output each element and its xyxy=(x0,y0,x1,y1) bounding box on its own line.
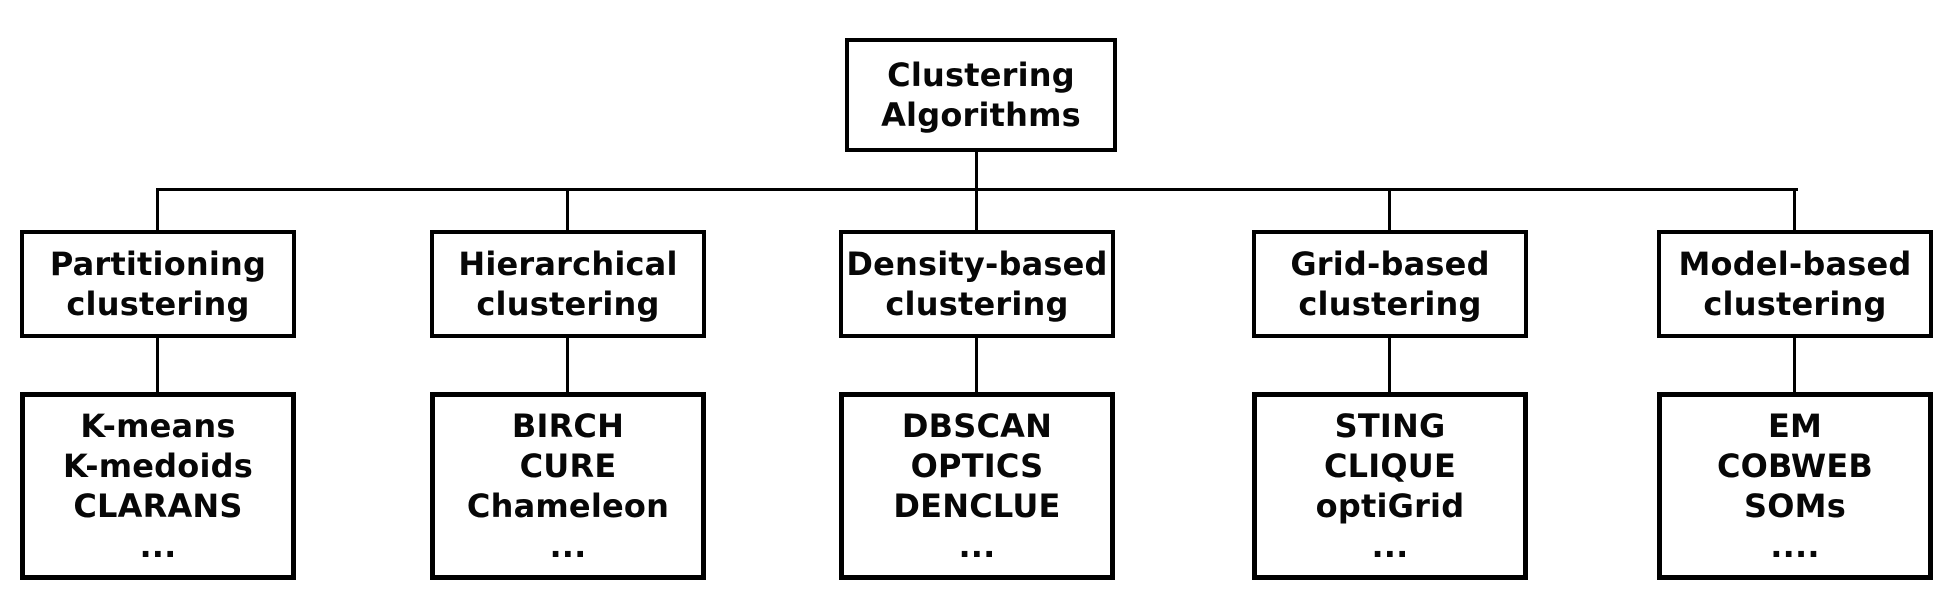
algorithm-item: STING xyxy=(1334,407,1446,445)
algorithm-item: CURE xyxy=(519,447,617,485)
category-label-line: Hierarchical xyxy=(458,245,678,283)
category-label-line: Partitioning xyxy=(49,245,267,283)
category-node-density-based: Density-based clustering xyxy=(839,230,1115,338)
algorithm-item-ellipsis: ... xyxy=(1371,527,1409,565)
category-label-line: clustering xyxy=(1703,285,1887,323)
connector-trunk xyxy=(156,188,1798,191)
connector-stub-grid-based xyxy=(1388,338,1391,392)
connector-stub-density-based xyxy=(975,338,978,392)
algorithm-item: Chameleon xyxy=(466,487,670,525)
connector-root-stem xyxy=(975,152,978,188)
algorithm-item: DBSCAN xyxy=(901,407,1053,445)
category-label-line: clustering xyxy=(66,285,250,323)
category-node-grid-based: Grid-based clustering xyxy=(1252,230,1528,338)
algorithm-item-ellipsis: .... xyxy=(1770,527,1820,565)
algorithms-node-hierarchical: BIRCH CURE Chameleon ... xyxy=(430,392,706,580)
connector-stub-partitioning xyxy=(156,338,159,392)
algorithm-item-ellipsis: ... xyxy=(958,527,996,565)
category-label-line: Model-based xyxy=(1678,245,1912,283)
connector-drop-density-based xyxy=(975,191,978,230)
algorithm-item: DENCLUE xyxy=(893,487,1061,525)
algorithm-item: SOMs xyxy=(1744,487,1846,525)
algorithm-item: BIRCH xyxy=(511,407,625,445)
algorithm-item: K-medoids xyxy=(63,447,253,485)
category-label-line: clustering xyxy=(476,285,660,323)
category-node-model-based: Model-based clustering xyxy=(1657,230,1933,338)
algorithms-node-grid-based: STING CLIQUE optiGrid ... xyxy=(1252,392,1528,580)
root-title-line2: Algorithms xyxy=(881,96,1081,134)
category-label-line: Density-based xyxy=(846,245,1108,283)
algorithm-item: EM xyxy=(1767,407,1823,445)
algorithm-item-ellipsis: ... xyxy=(549,527,587,565)
category-label-line: clustering xyxy=(885,285,1069,323)
category-label-line: Grid-based xyxy=(1290,245,1490,283)
category-node-partitioning: Partitioning clustering xyxy=(20,230,296,338)
category-label-line: clustering xyxy=(1298,285,1482,323)
algorithm-item: COBWEB xyxy=(1716,447,1874,485)
algorithms-node-model-based: EM COBWEB SOMs .... xyxy=(1657,392,1933,580)
connector-stub-hierarchical xyxy=(566,338,569,392)
algorithm-item: K-means xyxy=(80,407,236,445)
root-title-line1: Clustering xyxy=(887,56,1075,94)
connector-drop-grid-based xyxy=(1388,191,1391,230)
algorithms-node-partitioning: K-means K-medoids CLARANS ... xyxy=(20,392,296,580)
algorithm-item: CLIQUE xyxy=(1323,447,1457,485)
algorithm-item: CLARANS xyxy=(73,487,243,525)
algorithm-item-ellipsis: ... xyxy=(139,527,177,565)
category-node-hierarchical: Hierarchical clustering xyxy=(430,230,706,338)
algorithms-node-density-based: DBSCAN OPTICS DENCLUE ... xyxy=(839,392,1115,580)
connector-stub-model-based xyxy=(1793,338,1796,392)
algorithm-item: OPTICS xyxy=(910,447,1044,485)
connector-drop-model-based xyxy=(1793,191,1796,230)
node-clustering-algorithms: Clustering Algorithms xyxy=(845,38,1117,152)
connector-drop-hierarchical xyxy=(566,191,569,230)
algorithm-item: optiGrid xyxy=(1315,487,1465,525)
connector-drop-partitioning xyxy=(156,191,159,230)
